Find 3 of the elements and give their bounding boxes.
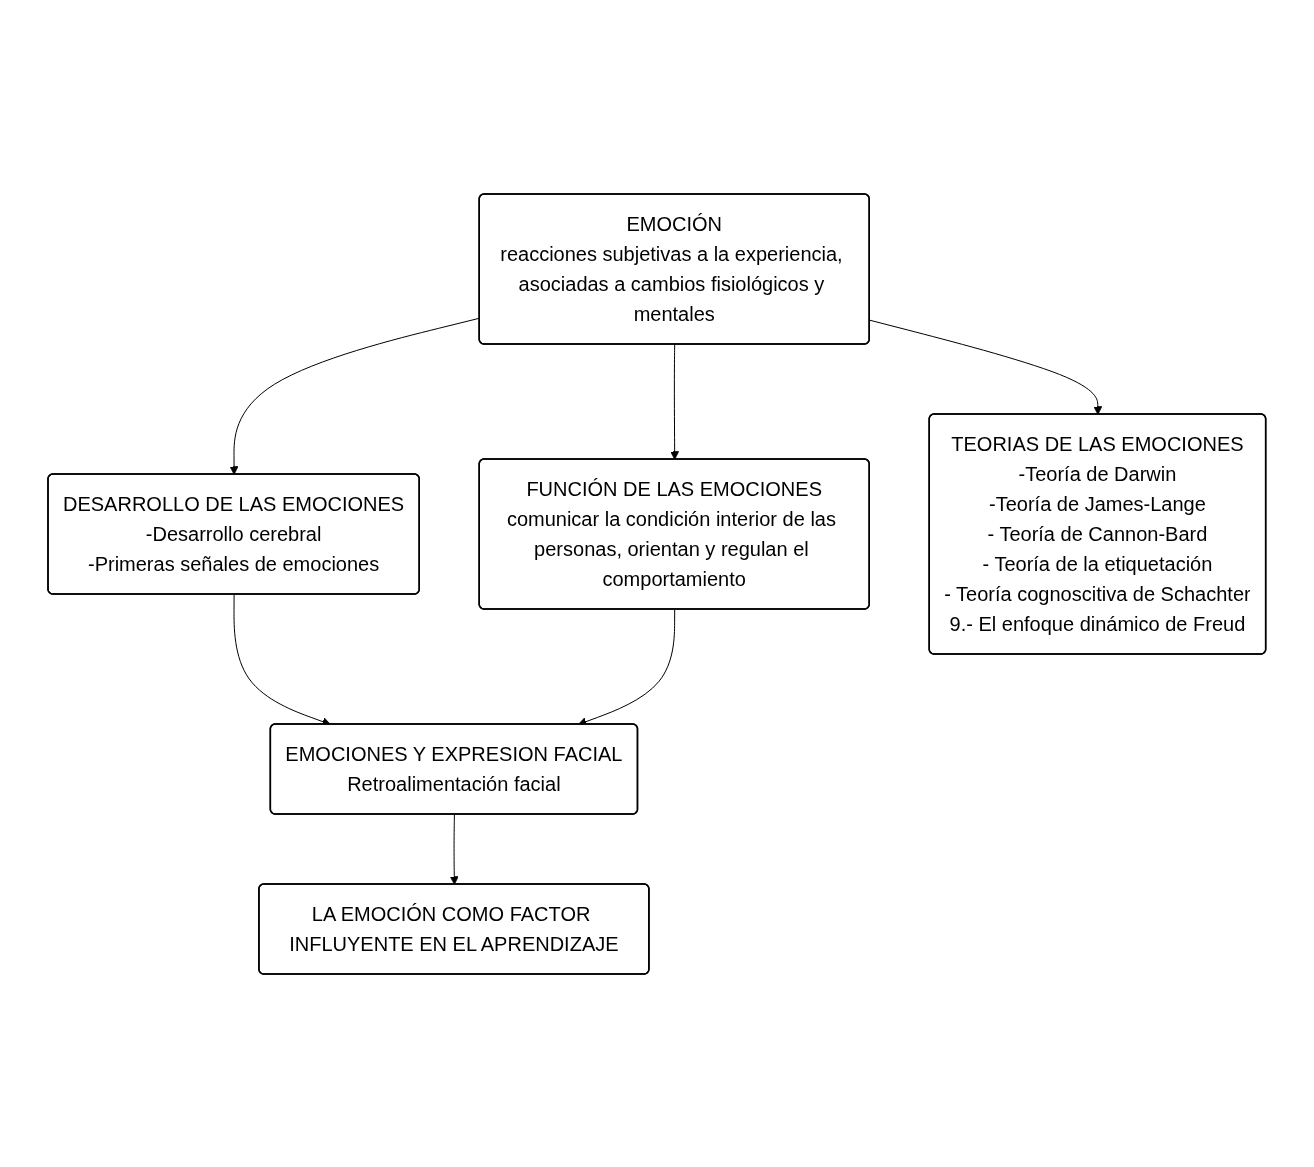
arrow	[670, 343, 680, 460]
arrow	[450, 813, 459, 885]
arrow	[869, 319, 1103, 415]
